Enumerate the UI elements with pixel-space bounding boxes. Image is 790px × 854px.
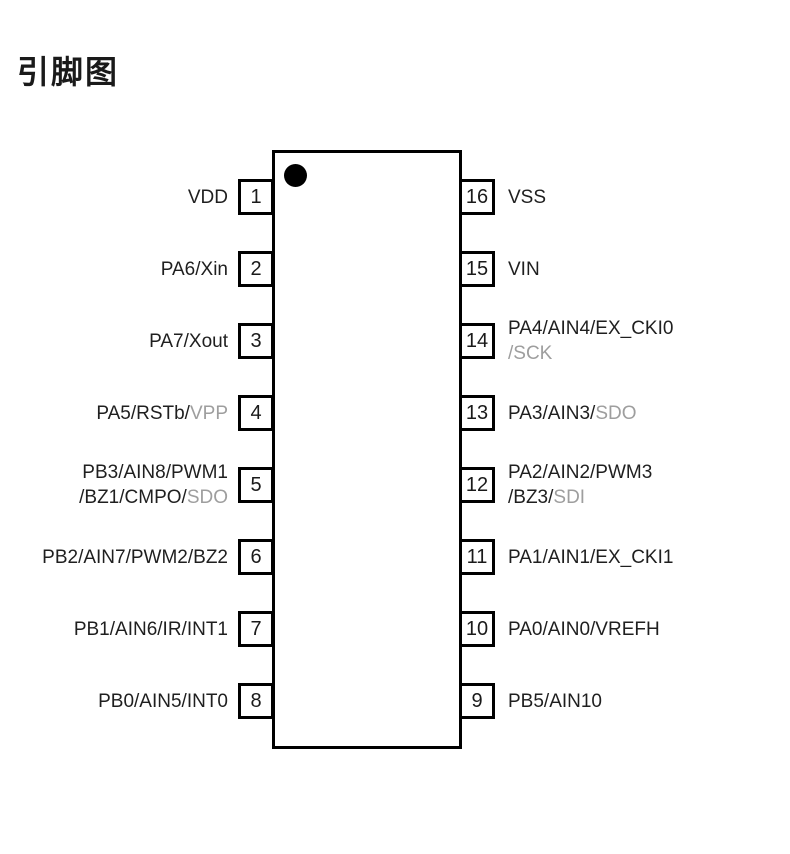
pin-signal: VDD [187,186,228,208]
pin-label-6: PB2/AIN7/PWM2/BZ2 [0,531,228,583]
pin-signal: VSS [508,186,547,208]
pin1-indicator-dot [284,164,307,187]
pin-label-line: PA0/AIN0/VREFH [508,617,660,642]
pin-label-line: VDD [188,185,228,210]
chip-body [272,150,462,749]
pin-signal-muted: /SCK [508,343,553,364]
pin-label-3: PA7/Xout [0,315,228,367]
pin-signal-muted: SDI [553,487,586,508]
pin-label-line: VIN [508,257,540,282]
pin-label-11: PA1/AIN1/EX_CKI1 [508,531,783,583]
pin-label-7: PB1/AIN6/IR/INT1 [0,603,228,655]
page-title: 引脚图 [17,54,120,91]
pin-label-2: PA6/Xin [0,243,228,295]
pin-label-line: VSS [508,185,546,210]
pin-label-line: PA6/Xin [161,257,228,282]
pin-signal: PA4/AIN4/EX_CKI0 [508,318,674,339]
pin-number-box-11: 11 [459,539,495,575]
pin-label-line: PA7/Xout [149,329,228,354]
pin-label-line: PB1/AIN6/IR/INT1 [74,617,228,642]
pin-label-8: PB0/AIN5/INT0 [0,675,228,727]
pin-label-line: PB2/AIN7/PWM2/BZ2 [42,545,228,570]
pin-label-1: VDD [0,171,228,223]
pin-label-line: PA5/RSTb/VPP [96,401,228,426]
pin-signal: PA7/Xout [149,330,228,352]
pin-label-line: /BZ1/CMPO/SDO [79,485,228,510]
pin-signal: PA6/Xin [160,258,228,280]
pin-label-line: PB3/AIN8/PWM1 [82,460,228,485]
pin-signal: /BZ1/CMPO/ [79,487,187,508]
pin-signal: PA1/AIN1/EX_CKI1 [508,546,674,568]
pin-label-9: PB5/AIN10 [508,675,783,727]
pin-number-box-9: 9 [459,683,495,719]
pin-signal-muted: SDO [595,402,637,424]
pin-label-line: /BZ3/SDI [508,485,585,510]
pin-label-4: PA5/RSTb/VPP [0,387,228,439]
pin-signal: PB5/AIN10 [508,690,602,712]
pin-signal: PA0/AIN0/VREFH [508,618,660,640]
pin-label-15: VIN [508,243,783,295]
pin-signal-muted: SDO [186,487,228,508]
pin-label-10: PA0/AIN0/VREFH [508,603,783,655]
pin-number-box-5: 5 [238,467,274,503]
pin-number-box-4: 4 [238,395,274,431]
pin-label-line: PA1/AIN1/EX_CKI1 [508,545,673,570]
pin-number-box-10: 10 [459,611,495,647]
pin-number-box-8: 8 [238,683,274,719]
pin-label-line: PA3/AIN3/SDO [508,401,637,426]
pin-signal: PA5/RSTb/ [96,402,190,424]
pin-signal: PB1/AIN6/IR/INT1 [73,618,228,640]
pin-number-box-16: 16 [459,179,495,215]
pin-number-box-15: 15 [459,251,495,287]
pin-signal: /BZ3/ [508,487,554,508]
pin-signal-muted: VPP [189,402,228,424]
pin-signal: PB0/AIN5/INT0 [98,690,228,712]
pin-label-line: PA4/AIN4/EX_CKI0 [508,316,673,341]
pin-number-box-13: 13 [459,395,495,431]
pin-signal: PB2/AIN7/PWM2/BZ2 [42,546,228,568]
pin-number-box-2: 2 [238,251,274,287]
pin-label-line: /SCK [508,341,552,366]
pin-label-line: PB0/AIN5/INT0 [98,689,228,714]
pin-signal: PA2/AIN2/PWM3 [508,462,653,483]
pin-number-box-3: 3 [238,323,274,359]
pin-label-13: PA3/AIN3/SDO [508,387,783,439]
pin-label-line: PA2/AIN2/PWM3 [508,460,652,485]
pin-signal: VIN [508,258,540,280]
pin-number-box-12: 12 [459,467,495,503]
pin-signal: PA3/AIN3/ [508,402,596,424]
pin-number-box-1: 1 [238,179,274,215]
pin-number-box-6: 6 [238,539,274,575]
pin-label-16: VSS [508,171,783,223]
pin-signal: PB3/AIN8/PWM1 [82,462,228,483]
pin-label-5: PB3/AIN8/PWM1/BZ1/CMPO/SDO [0,459,228,511]
pin-label-14: PA4/AIN4/EX_CKI0/SCK [508,315,783,367]
pin-number-box-14: 14 [459,323,495,359]
pin-label-line: PB5/AIN10 [508,689,602,714]
pin-label-12: PA2/AIN2/PWM3/BZ3/SDI [508,459,783,511]
pin-number-box-7: 7 [238,611,274,647]
